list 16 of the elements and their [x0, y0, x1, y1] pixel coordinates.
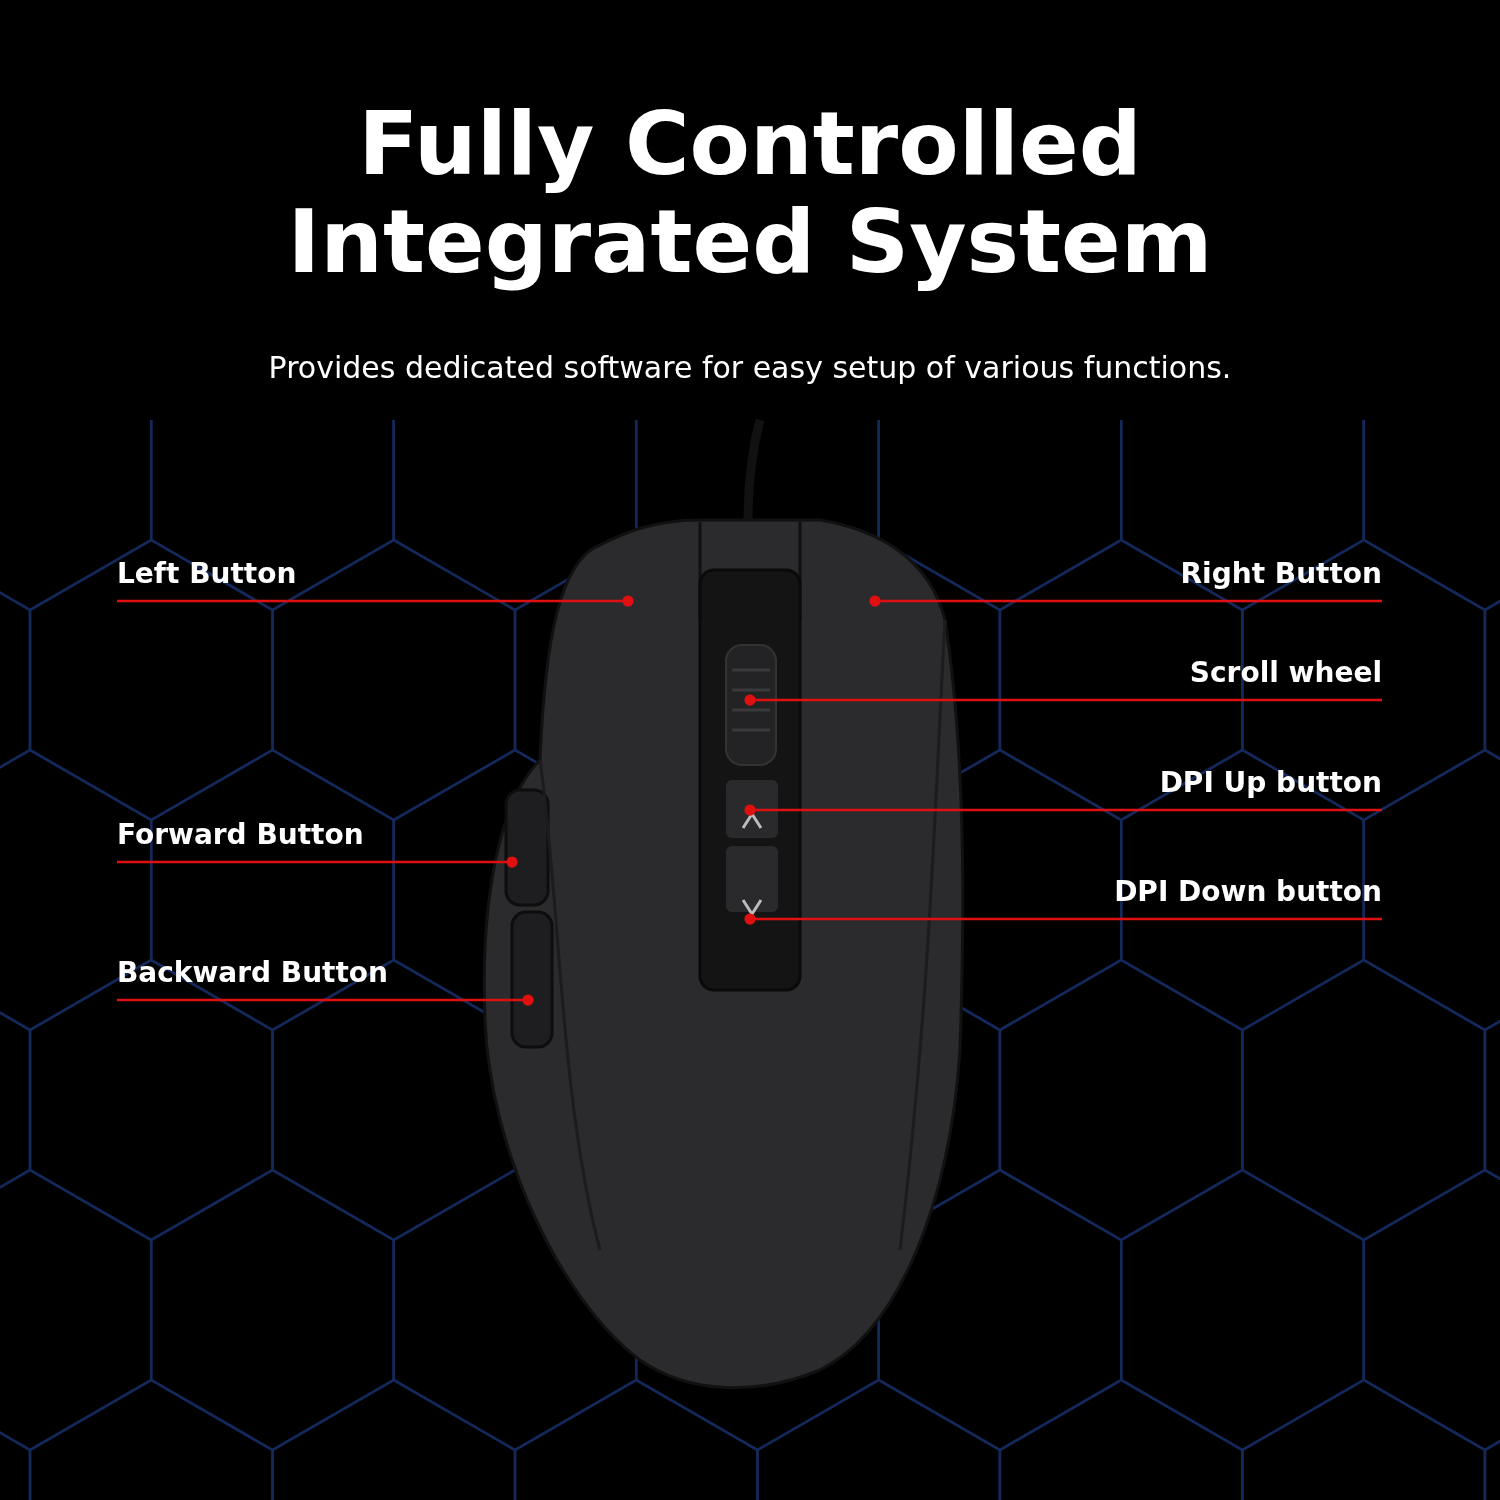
part-label: Scroll wheel	[1189, 656, 1382, 689]
subtitle: Provides dedicated software for easy setup of various functions.	[267, 350, 1233, 385]
leader-line	[744, 913, 1382, 925]
leader-line	[744, 694, 1382, 706]
part-label: DPI Up button	[1159, 766, 1382, 799]
part-label: DPI Down button	[1114, 875, 1382, 908]
leader-line	[869, 595, 1382, 607]
leader-line	[744, 804, 1382, 816]
leader-line	[117, 994, 534, 1006]
part-label: Right Button	[1180, 557, 1382, 590]
part-label: Left Button	[117, 557, 297, 590]
leader-line	[117, 595, 634, 607]
part-label: Forward Button	[117, 818, 364, 851]
part-label: Backward Button	[117, 956, 389, 989]
title: Fully Controlled Integrated System	[286, 95, 1214, 291]
leader-line	[117, 856, 518, 868]
